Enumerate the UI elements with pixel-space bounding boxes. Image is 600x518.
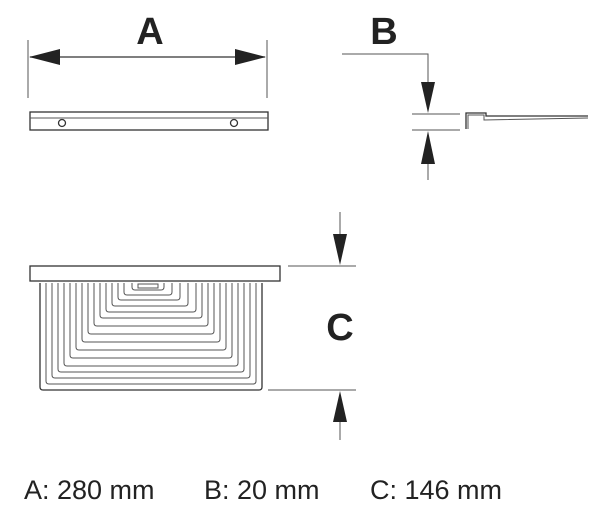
step-fins [39, 283, 263, 391]
dimension-a: A [27, 11, 268, 98]
fin-step-4 [57, 283, 245, 373]
fin-step-5 [63, 283, 239, 367]
fin-step-11 [99, 283, 203, 319]
screw-hole-left [57, 118, 67, 128]
dim-a-arrow-right [235, 49, 266, 65]
dim-a-arrow-left [29, 49, 60, 65]
fin-step-6 [69, 283, 233, 359]
fin-step-8 [81, 283, 221, 343]
fin-step-7 [75, 283, 227, 351]
caption-a: A: 280 mm [24, 475, 155, 505]
plate-front-view [29, 265, 281, 391]
dim-b-arrow-top [421, 82, 435, 113]
fin-step-10 [93, 283, 209, 327]
plate-top-body [29, 111, 269, 131]
dim-b-arrow-bottom [421, 131, 435, 164]
fin-step-13 [111, 283, 189, 307]
profile-outline-inner [467, 114, 589, 129]
fin-center-slot [137, 283, 159, 289]
dim-b-label: B [370, 11, 397, 53]
dim-b-leader [342, 53, 429, 84]
plate-top-view [29, 111, 269, 131]
fin-step-9 [87, 283, 215, 335]
dim-c-label: C [326, 307, 353, 349]
dimension-b: B [342, 11, 460, 180]
fin-step-12 [105, 283, 197, 313]
profile-outline-top [465, 112, 588, 129]
fin-step-16 [131, 283, 165, 291]
fin-step-15 [123, 283, 173, 296]
plate-front-edge [29, 265, 281, 282]
plate-side-profile [465, 112, 589, 129]
dim-c-arrow-top [333, 234, 347, 265]
dim-c-arrow-bottom [333, 391, 347, 422]
screw-hole-right [229, 118, 239, 128]
fin-step-1 [39, 283, 263, 391]
dimension-c: C [268, 212, 356, 440]
dim-a-label: A [136, 11, 163, 53]
fin-step-14 [117, 283, 181, 301]
caption-c: C: 146 mm [370, 475, 502, 505]
dimension-caption: A: 280 mm B: 20 mm C: 146 mm [24, 475, 502, 505]
fin-step-2 [45, 283, 257, 385]
fin-step-3 [51, 283, 251, 379]
caption-b: B: 20 mm [204, 475, 320, 505]
